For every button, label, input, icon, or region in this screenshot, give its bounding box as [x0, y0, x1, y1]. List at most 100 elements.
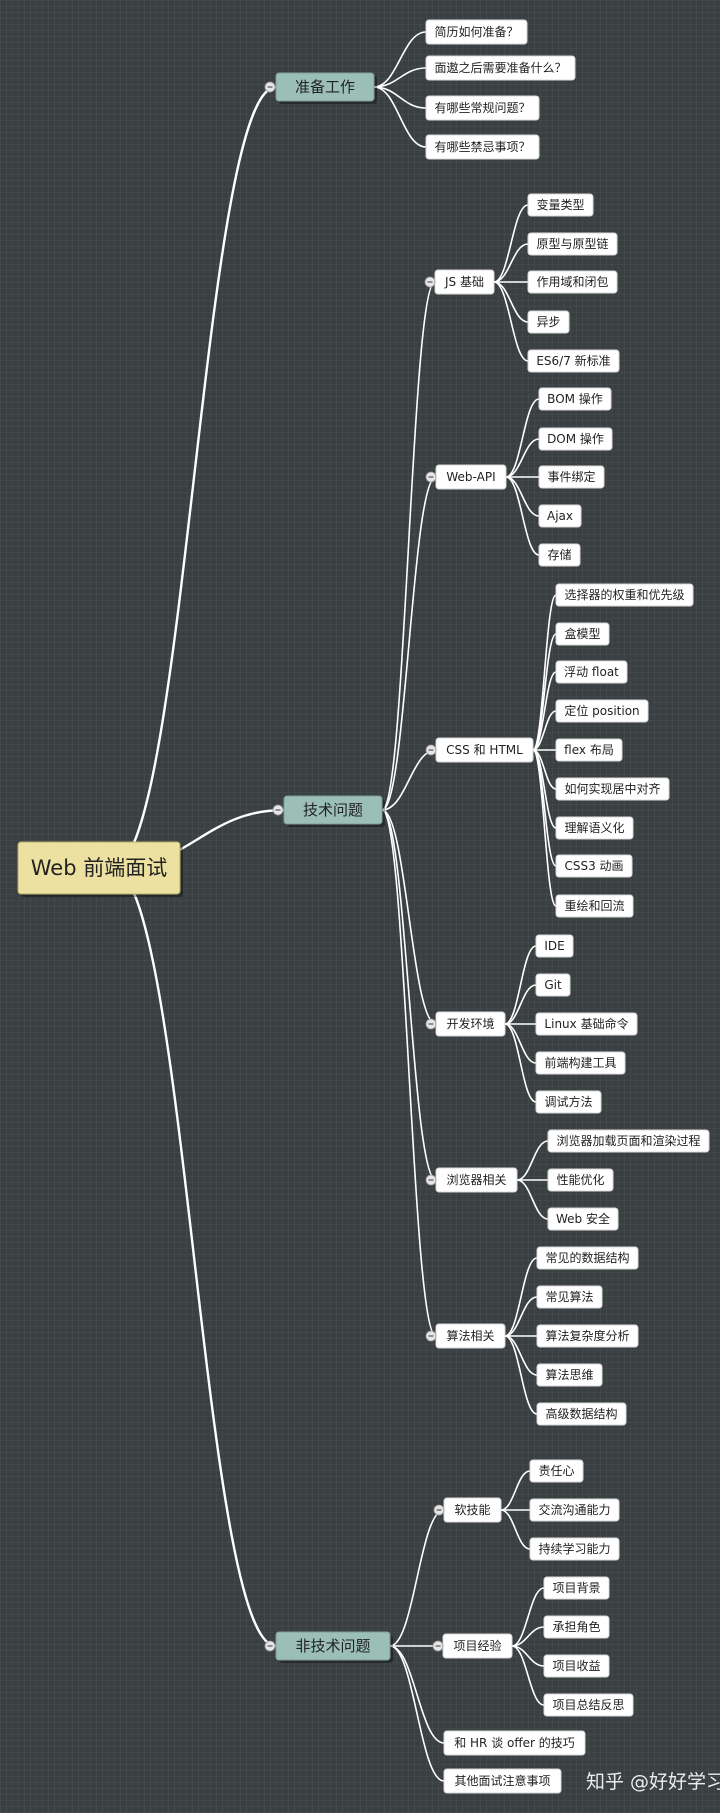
branch-1[interactable]: 技术问题: [283, 795, 385, 827]
branch-2-topic-0-item-1[interactable]: 交流沟通能力: [529, 1498, 620, 1522]
branch-2-topic-1-collapse-icon[interactable]: [432, 1640, 444, 1652]
branch-2-topic-0-item-2-label: 持续学习能力: [538, 1541, 610, 1556]
branch-1-topic-1-item-3-label: Ajax: [547, 509, 573, 523]
branch-1-topic-3-item-1[interactable]: Git: [535, 973, 571, 997]
branch-0[interactable]: 准备工作: [275, 72, 377, 104]
watermark: 知乎 @好好学习: [586, 1771, 720, 1793]
branch-1-topic-3-item-4-label: 调试方法: [544, 1094, 592, 1109]
branch-1-topic-2-item-8[interactable]: 重绘和回流: [555, 894, 634, 918]
branch-1-topic-3-item-2-label: Linux 基础命令: [544, 1016, 628, 1031]
branch-1-topic-5-item-2[interactable]: 算法复杂度分析: [536, 1324, 639, 1348]
branch-1-topic-3-item-4[interactable]: 调试方法: [535, 1090, 602, 1114]
branch-0-topic-0[interactable]: 简历如何准备？: [425, 19, 528, 45]
branch-1-topic-5-item-4[interactable]: 高级数据结构: [536, 1402, 627, 1426]
branch-1-topic-5-collapse-icon[interactable]: [425, 1330, 437, 1342]
branch-1-topic-2-item-7-label: CSS3 动画: [564, 859, 623, 873]
branch-1-topic-2-item-6[interactable]: 理解语义化: [555, 816, 634, 840]
branch-1-topic-4-item-1[interactable]: 性能优化: [547, 1168, 614, 1192]
branch-2-topic-1-item-3[interactable]: 项目总结反思: [543, 1693, 634, 1717]
branch-0-collapse-icon[interactable]: [264, 81, 276, 93]
branch-2-topic-1-item-2-label: 项目收益: [552, 1659, 600, 1673]
branch-1-topic-1-item-3-connector: [505, 476, 540, 517]
branch-1-topic-2-item-3[interactable]: 定位 position: [555, 699, 649, 723]
branch-2-topic-0-item-0[interactable]: 责任心: [529, 1459, 584, 1483]
branch-1-topic-2-item-4[interactable]: flex 布局: [555, 738, 623, 762]
branch-1-topic-3-item-1-connector: [504, 984, 537, 1025]
branch-1-topic-4-item-0[interactable]: 浏览器加载页面和渲染过程: [547, 1129, 710, 1153]
branch-1-topic-0-item-2[interactable]: 作用域和闭包: [527, 270, 618, 294]
branch-1-topic-5[interactable]: 算法相关: [435, 1323, 506, 1349]
branch-1-topic-2-item-3-label: 定位 position: [564, 703, 639, 718]
branch-1-topic-5-item-0[interactable]: 常见的数据结构: [536, 1246, 639, 1270]
branch-1-topic-0[interactable]: JS 基础: [434, 269, 495, 295]
branch-1-topic-2-item-7[interactable]: CSS3 动画: [555, 854, 633, 878]
branch-0-topic-1[interactable]: 面遨之后需要准备什么？: [425, 55, 576, 81]
branch-1-topic-2-item-4-label: flex 布局: [564, 743, 614, 757]
branch-1-topic-5-item-0-label: 常见的数据结构: [545, 1250, 629, 1265]
branch-1-topic-2[interactable]: CSS 和 HTML: [435, 737, 534, 763]
branch-1-topic-4[interactable]: 浏览器相关: [435, 1167, 518, 1193]
branch-1-topic-3[interactable]: 开发环境: [435, 1011, 506, 1037]
branch-1-topic-2-item-0[interactable]: 选择器的权重和优先级: [555, 583, 694, 607]
branch-2-topic-1-item-2[interactable]: 项目收益: [543, 1654, 610, 1678]
branch-1-topic-0-item-1[interactable]: 原型与原型链: [527, 232, 618, 256]
branch-1-topic-2-item-2[interactable]: 浮动 float: [555, 660, 628, 684]
branch-2-topic-0-item-0-connector: [500, 1470, 531, 1511]
branch-1-topic-0-item-4[interactable]: ES6/7 新标准: [527, 349, 620, 373]
branch-1-topic-5-item-3[interactable]: 算法思维: [536, 1363, 603, 1387]
branch-1-topic-5-item-1[interactable]: 常见算法: [536, 1285, 603, 1309]
branch-2-topic-1-item-3-connector: [511, 1645, 545, 1706]
branch-1-topic-3-item-2[interactable]: Linux 基础命令: [535, 1012, 638, 1036]
branch-1-topic-0-collapse-icon[interactable]: [424, 276, 436, 288]
branch-2-topic-0-collapse-icon[interactable]: [433, 1504, 445, 1516]
branch-0-topic-2[interactable]: 有哪些常规问题？: [425, 95, 540, 121]
branch-1-topic-4-collapse-icon[interactable]: [425, 1174, 437, 1186]
branch-1-topic-1-item-3[interactable]: Ajax: [538, 504, 582, 528]
branch-1-topic-1-item-0[interactable]: BOM 操作: [538, 387, 612, 411]
branch-2-topic-0[interactable]: 软技能: [443, 1497, 502, 1523]
branch-1-topic-1[interactable]: Web-API: [435, 464, 507, 490]
branch-0-topic-2-box: [425, 95, 540, 121]
branch-1-topic-1-item-2[interactable]: 事件绑定: [538, 465, 605, 489]
branch-1-topic-0-item-0[interactable]: 变量类型: [527, 193, 594, 217]
branch-1-topic-1-item-1[interactable]: DOM 操作: [538, 427, 613, 451]
branch-1-topic-0-label: JS 基础: [444, 275, 484, 289]
branch-1-topic-2-item-0-label: 选择器的权重和优先级: [564, 587, 684, 602]
branch-0-topic-3[interactable]: 有哪些禁忌事项？: [425, 134, 540, 160]
branch-1-topic-0-item-4-label: ES6/7 新标准: [536, 353, 610, 368]
branch-1-topic-0-item-3[interactable]: 异步: [527, 310, 570, 334]
branch-2-topic-2[interactable]: 和 HR 谈 offer 的技巧: [443, 1730, 586, 1756]
branch-1-topic-2-item-6-label: 理解语义化: [564, 821, 624, 835]
branch-1-topic-3-collapse-icon[interactable]: [425, 1018, 437, 1030]
branch-2-topic-1-item-0[interactable]: 项目背景: [543, 1576, 610, 1600]
branch-1-topic-5-item-1-label: 常见算法: [545, 1289, 593, 1304]
branch-1-topic-4-item-2-label: Web 安全: [556, 1211, 610, 1226]
branch-1-topic-2-label: CSS 和 HTML: [446, 743, 523, 757]
branch-1-topic-5-item-4-box: [536, 1402, 627, 1426]
branch-1-topic-3-item-0[interactable]: IDE: [535, 934, 574, 958]
branch-1-topic-3-item-1-label: Git: [544, 978, 562, 992]
branch-1-topic-1-item-4[interactable]: 存储: [538, 543, 581, 567]
branch-2-topic-0-item-2[interactable]: 持续学习能力: [529, 1537, 620, 1561]
branch-1-topic-3-item-3[interactable]: 前端构建工具: [535, 1051, 626, 1075]
branch-2-topic-1-item-1-box: [543, 1615, 610, 1639]
branch-1-topic-4-item-0-connector: [516, 1140, 549, 1181]
branch-1-topic-2-item-1-box: [555, 622, 610, 646]
branch-1-collapse-icon[interactable]: [272, 804, 284, 816]
branch-1-topic-2-collapse-icon[interactable]: [425, 744, 437, 756]
root-node[interactable]: Web 前端面试: [17, 841, 183, 897]
branch-2-topic-0-item-1-label: 交流沟通能力: [538, 1502, 610, 1517]
branch-1-topic-1-collapse-icon[interactable]: [425, 471, 437, 483]
branch-2-topic-0-item-2-connector: [500, 1509, 531, 1550]
branch-1-topic-4-item-2[interactable]: Web 安全: [547, 1207, 619, 1231]
branch-2-topic-1[interactable]: 项目经验: [442, 1633, 513, 1659]
branch-1-topic-0-item-2-label: 作用域和闭包: [536, 275, 608, 289]
branch-2-topic-1-item-1[interactable]: 承担角色: [543, 1615, 610, 1639]
branch-1-topic-2-item-8-box: [555, 894, 634, 918]
branch-1-topic-2-item-1[interactable]: 盒模型: [555, 622, 610, 646]
branch-1-topic-2-item-5[interactable]: 如何实现居中对齐: [555, 777, 670, 801]
branch-2[interactable]: 非技术问题: [275, 1631, 393, 1663]
branch-2-collapse-icon[interactable]: [264, 1640, 276, 1652]
branch-2-topic-3[interactable]: 其他面试注意事项: [443, 1768, 562, 1794]
branch-1-topic-1-item-0-connector: [505, 398, 540, 478]
